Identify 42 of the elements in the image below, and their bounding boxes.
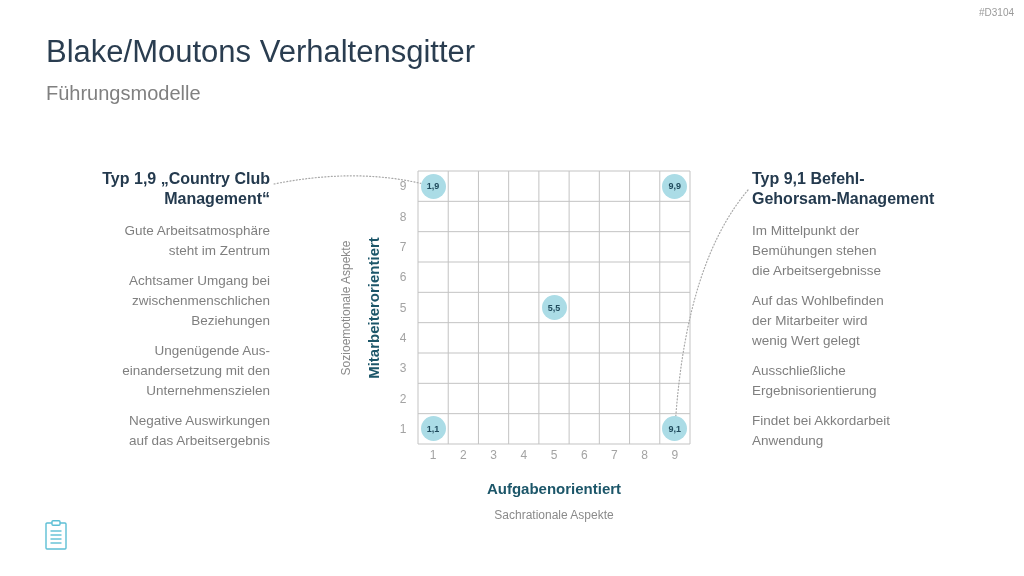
axis-tick-label: 2: [460, 448, 467, 462]
axis-tick-label: 6: [399, 270, 407, 285]
heading: Typ 1,9 „Country Club Management“: [101, 169, 270, 209]
axis-tick-label: 4: [520, 448, 528, 462]
body-text: Achtsamer Umgang bei zwischenmenschlichen Beziehungen: [127, 272, 270, 330]
axis-tick-label: 5: [550, 448, 558, 462]
grid-point-marker: 9,1: [662, 416, 688, 442]
body-text: Ungenügende Aus- einandersetzung mit den Unternehmenszielen: [121, 342, 270, 400]
axis-subtitle: Sachrationale Aspekte: [494, 508, 614, 522]
axis-tick-label: 8: [641, 448, 648, 462]
body-text: Auf das Wohlbefinden der Mitarbeiter wird wenig Wert gelegt: [752, 292, 885, 350]
axis-tick-label: 3: [490, 448, 497, 462]
grid-point-marker: 1,1: [420, 416, 446, 442]
axis-tick-label: 5: [399, 300, 407, 315]
title: Blake/Moutons Verhaltensgitter: [46, 33, 476, 71]
grid-point-marker: 1,9: [420, 173, 446, 199]
axis-tick-label: 7: [399, 239, 407, 254]
axis-tick-label: 6: [580, 448, 588, 462]
leader-line: [675, 189, 749, 417]
axis-tick-label: 8: [399, 209, 407, 224]
body-text: Im Mittelpunkt der Bemühungen stehen die Arbeitsergebnisse: [752, 222, 883, 280]
axis-tick-label: 1: [399, 421, 407, 436]
axis-tick-label: 9: [399, 179, 407, 194]
axis-subtitle: Sozioemotionale Aspekte: [339, 240, 353, 376]
body-text: Negative Auswirkungen auf das Arbeitsergebnis: [127, 412, 270, 450]
axis-tick-label: 2: [399, 391, 407, 406]
heading: Typ 9,1 Befehl-Gehorsam-Management: [752, 169, 936, 209]
grid-point-marker: 5,5: [541, 295, 567, 320]
axis-tick-label: 1: [429, 448, 437, 462]
grid-point-marker: 9,9: [662, 173, 688, 199]
axis-tick-label: 4: [399, 330, 407, 345]
document-code: #D3104: [978, 7, 1014, 18]
axis-tick-label: 9: [671, 448, 679, 462]
body-text: Findet bei Akkordarbeit Anwendung: [752, 412, 892, 450]
axis-title: Mitarbeiterorientiert: [365, 237, 383, 379]
leader-line: [273, 175, 422, 185]
axis-tick-label: 3: [399, 361, 407, 376]
axis-tick-label: 7: [611, 448, 618, 462]
body-text: Gute Arbeitsatmosphäre steht im Zentrum: [123, 222, 270, 260]
subtitle: Führungsmodelle: [46, 81, 201, 105]
axis-title: Aufgabenorientiert: [486, 480, 622, 498]
body-text: Ausschließliche Ergebnisorientierung: [752, 362, 878, 400]
